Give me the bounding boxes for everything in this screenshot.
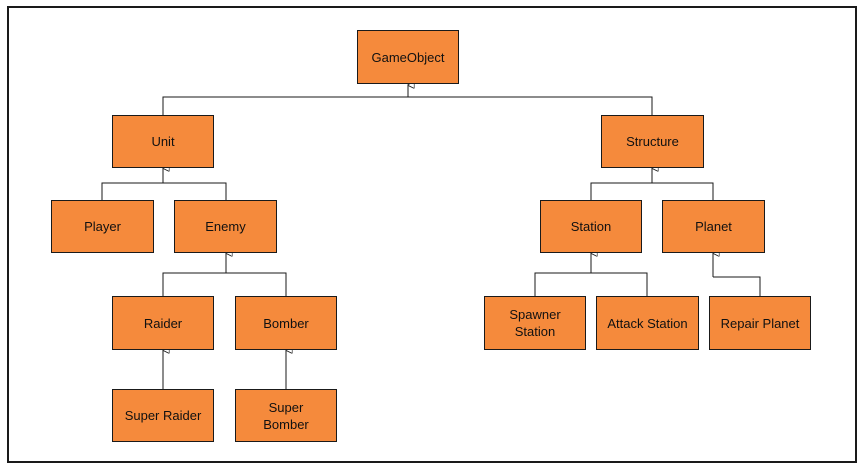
node-station: Station xyxy=(540,200,642,253)
node-label: Super Raider xyxy=(124,408,202,423)
edge-structure-children xyxy=(590,182,714,200)
node-raider: Raider xyxy=(112,296,214,350)
node-label: Station xyxy=(570,219,612,234)
node-label: Structure xyxy=(626,134,679,149)
edge-enemy-children xyxy=(162,272,287,296)
node-enemy: Enemy xyxy=(174,200,277,253)
node-label: Spawner Station xyxy=(509,307,561,339)
node-label: Player xyxy=(84,219,121,234)
node-planet: Planet xyxy=(662,200,765,253)
node-label: Super Bomber xyxy=(263,399,309,432)
node-attack-station: Attack Station xyxy=(596,296,699,350)
node-repair-planet: Repair Planet xyxy=(709,296,811,350)
edge-station-children xyxy=(534,272,648,296)
node-label: Repair Planet xyxy=(720,315,800,331)
node-spawner-station: Spawner Station xyxy=(484,296,586,350)
edge-unit-children xyxy=(101,182,227,200)
node-label: Attack Station xyxy=(607,315,688,331)
node-player: Player xyxy=(51,200,154,253)
node-label: Enemy xyxy=(205,219,246,234)
node-super-raider: Super Raider xyxy=(112,389,214,442)
edge-planet-children xyxy=(713,276,761,296)
node-label: Planet xyxy=(695,219,732,234)
node-label: GameObject xyxy=(371,49,445,65)
node-label: Raider xyxy=(143,315,183,331)
node-structure: Structure xyxy=(601,115,704,168)
node-gameobject: GameObject xyxy=(357,30,459,84)
node-unit: Unit xyxy=(112,115,214,168)
node-super-bomber: Super Bomber xyxy=(235,389,337,442)
node-label: Bomber xyxy=(263,315,309,331)
node-bomber: Bomber xyxy=(235,296,337,350)
edge-gameobject-children xyxy=(162,96,653,115)
node-label: Unit xyxy=(151,134,175,149)
